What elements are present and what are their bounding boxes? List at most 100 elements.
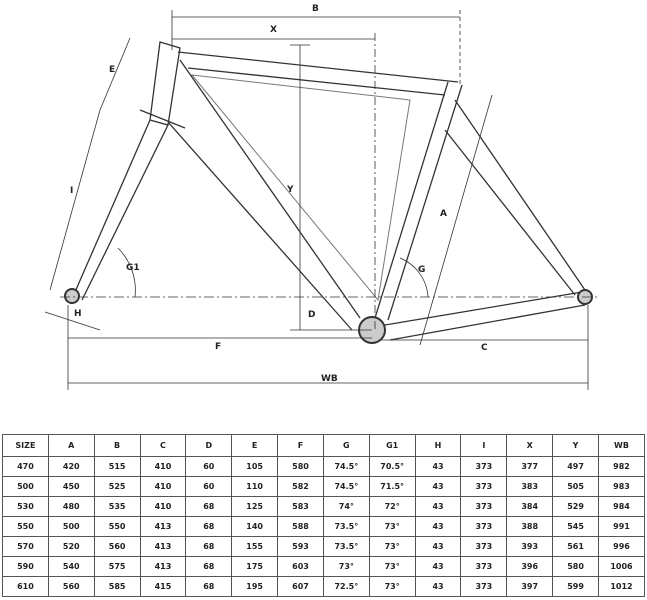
column-header: SIZE [2,434,49,457]
seat-stay [444,99,586,296]
table-cell: 73.5° [322,536,370,557]
table-cell: 590 [2,556,49,577]
table-cell: 373 [460,556,508,577]
table-cell: 70.5° [368,456,416,477]
column-header: I [460,434,508,457]
table-cell: 607 [277,576,324,597]
table-cell: 413 [139,536,187,557]
table-cell: 74° [322,496,370,517]
table-cell: 984 [597,496,646,517]
table-cell: 373 [460,496,508,517]
label-x: X [270,25,277,35]
table-cell: 529 [552,496,599,517]
table-cell: 43 [414,516,462,537]
dimension-lines [44,10,600,390]
table-cell: 560 [47,576,95,597]
table-cell: 505 [552,476,599,497]
table-cell: 72° [368,496,416,517]
table-cell: 105 [231,456,279,477]
label-b: B [312,4,319,14]
chain-stay [384,291,586,341]
table-cell: 991 [597,516,646,537]
column-header: Y [552,434,599,457]
table-cell: 560 [93,536,141,557]
table-cell: 393 [506,536,554,557]
column-header: D [185,434,233,457]
table-cell: 996 [597,536,646,557]
table-cell: 520 [47,536,95,557]
main-triangle-inner [190,74,411,302]
table-cell: 420 [47,456,95,477]
table-cell: 73.5° [322,516,370,537]
label-y: Y [286,185,294,195]
bike-frame [74,41,586,341]
table-cell: 599 [552,576,599,597]
table-cell: 603 [277,556,324,577]
table-cell: 43 [414,536,462,557]
table-cell: 68 [185,516,233,537]
table-cell: 155 [231,536,279,557]
table-cell: 1012 [597,576,646,597]
table-cell: 74.5° [322,476,370,497]
table-cell: 575 [93,556,141,577]
table-cell: 588 [277,516,324,537]
table-cell: 384 [506,496,554,517]
table-cell: 410 [139,456,187,477]
table-cell: 593 [277,536,324,557]
table-cell: 373 [460,576,508,597]
table-cell: 43 [414,556,462,577]
table-cell: 373 [460,456,508,477]
table-cell: 68 [185,496,233,517]
table-cell: 550 [93,516,141,537]
label-wb: WB [321,374,338,384]
table-cell: 583 [277,496,324,517]
table-cell: 60 [185,456,233,477]
table-cell: 175 [231,556,279,577]
table-cell: 582 [277,476,324,497]
table-cell: 73° [368,556,416,577]
label-g: G [418,265,425,275]
table-cell: 561 [552,536,599,557]
table-cell: 43 [414,576,462,597]
table-cell: 497 [552,456,599,477]
table-cell: 410 [139,476,187,497]
table-cell: 580 [552,556,599,577]
frame-geometry-diagram: B X Y D F C WB A E I G1 G H [44,4,600,390]
table-cell: 43 [414,476,462,497]
column-header: A [47,434,95,457]
fork [74,119,169,301]
label-d: D [308,310,315,320]
table-cell: 413 [139,516,187,537]
column-header: B [93,434,141,457]
table-cell: 195 [231,576,279,597]
table-cell: 413 [139,556,187,577]
table-cell: 535 [93,496,141,517]
table-cell: 570 [2,536,49,557]
table-cell: 74.5° [322,456,370,477]
seat-tube [374,81,463,321]
table-cell: 982 [597,456,646,477]
label-h: H [74,309,82,319]
head-tube [149,41,181,126]
table-cell: 610 [2,576,49,597]
down-tube [167,59,361,331]
table-cell: 500 [47,516,95,537]
table-cell: 73° [368,516,416,537]
table-cell: 373 [460,516,508,537]
table-cell: 500 [2,476,49,497]
table-cell: 125 [231,496,279,517]
table-cell: 388 [506,516,554,537]
table-cell: 530 [2,496,49,517]
table-cell: 540 [47,556,95,577]
table-cell: 1006 [597,556,646,577]
label-c: C [481,343,488,353]
column-header: WB [597,434,646,457]
label-f: F [215,342,221,352]
